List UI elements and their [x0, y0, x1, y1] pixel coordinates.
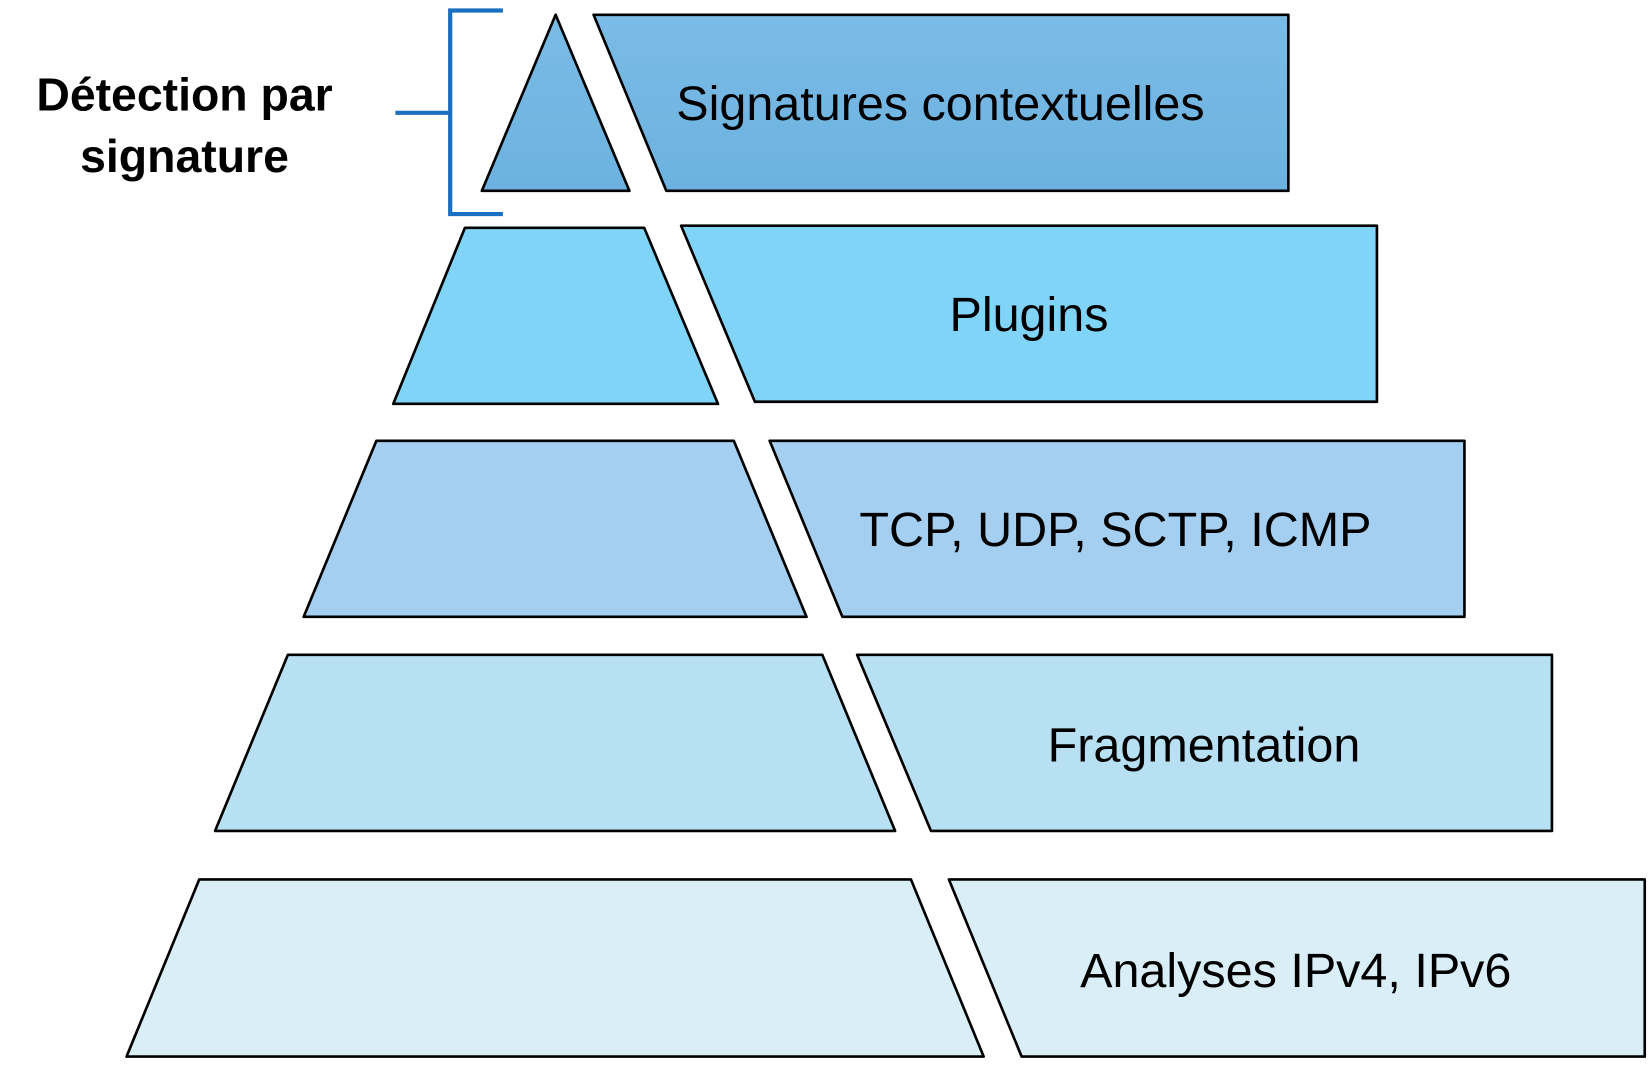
layer-4: Fragmentation — [213, 653, 1554, 833]
layer-label: Analyses IPv4, IPv6 — [1080, 944, 1511, 998]
layer-2: Plugins — [391, 224, 1379, 406]
side-label-line2: signature — [80, 130, 289, 182]
layer-label-box — [679, 224, 1379, 404]
layer-label: Plugins — [949, 288, 1108, 342]
pyramid-trapezoid — [125, 878, 985, 1058]
layer-1: Signatures contextuelles — [480, 13, 1290, 193]
layer-label-box — [592, 13, 1290, 193]
layer-label-box — [768, 439, 1466, 619]
layer-label-box — [947, 878, 1647, 1058]
bracket — [395, 8, 503, 217]
pyramid-trapezoid — [213, 653, 897, 833]
layer-label: TCP, UDP, SCTP, ICMP — [859, 503, 1371, 557]
layer-label: Signatures contextuelles — [676, 77, 1204, 131]
pyramid-apex-triangle — [480, 13, 631, 193]
pyramid-trapezoid — [302, 439, 808, 619]
side-label-line1: Détection par — [36, 69, 332, 121]
layer-label: Fragmentation — [1048, 718, 1361, 772]
pyramid-trapezoid — [391, 226, 720, 406]
layer-5: Analyses IPv4, IPv6 — [125, 878, 1647, 1058]
layer-label-box — [855, 653, 1554, 833]
layer-3: TCP, UDP, SCTP, ICMP — [302, 439, 1466, 619]
